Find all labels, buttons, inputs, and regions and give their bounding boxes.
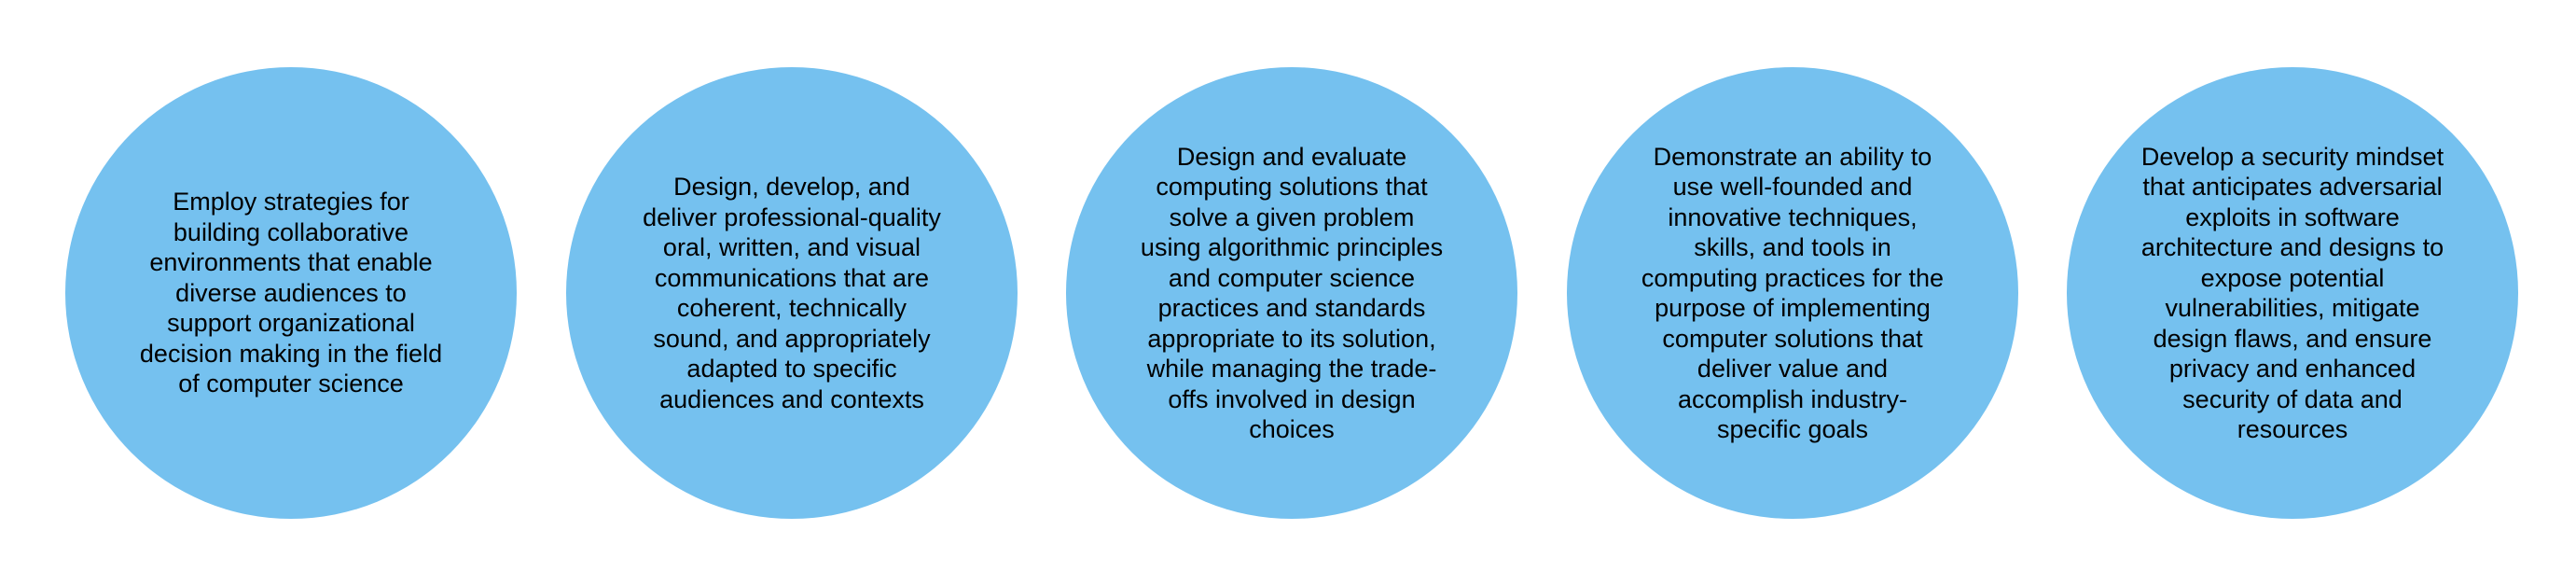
outcome-circle-collaboration: Employ strategies for building collabora… — [65, 67, 517, 519]
outcome-text: Develop a security mindset that anticipa… — [2140, 142, 2444, 444]
outcome-circle-design: Design and evaluate computing solutions … — [1066, 67, 1517, 519]
outcome-circle-security: Develop a security mindset that anticipa… — [2067, 67, 2518, 519]
outcome-circle-communication: Design, develop, and deliver professiona… — [566, 67, 1018, 519]
outcome-text: Design, develop, and deliver professiona… — [643, 173, 941, 413]
outcome-text: Employ strategies for building collabora… — [139, 188, 443, 398]
outcome-text: Design and evaluate computing solutions … — [1140, 142, 1444, 444]
outcome-text: Demonstrate an ability to use well-found… — [1641, 142, 1945, 444]
outcome-circle-techniques: Demonstrate an ability to use well-found… — [1567, 67, 2018, 519]
